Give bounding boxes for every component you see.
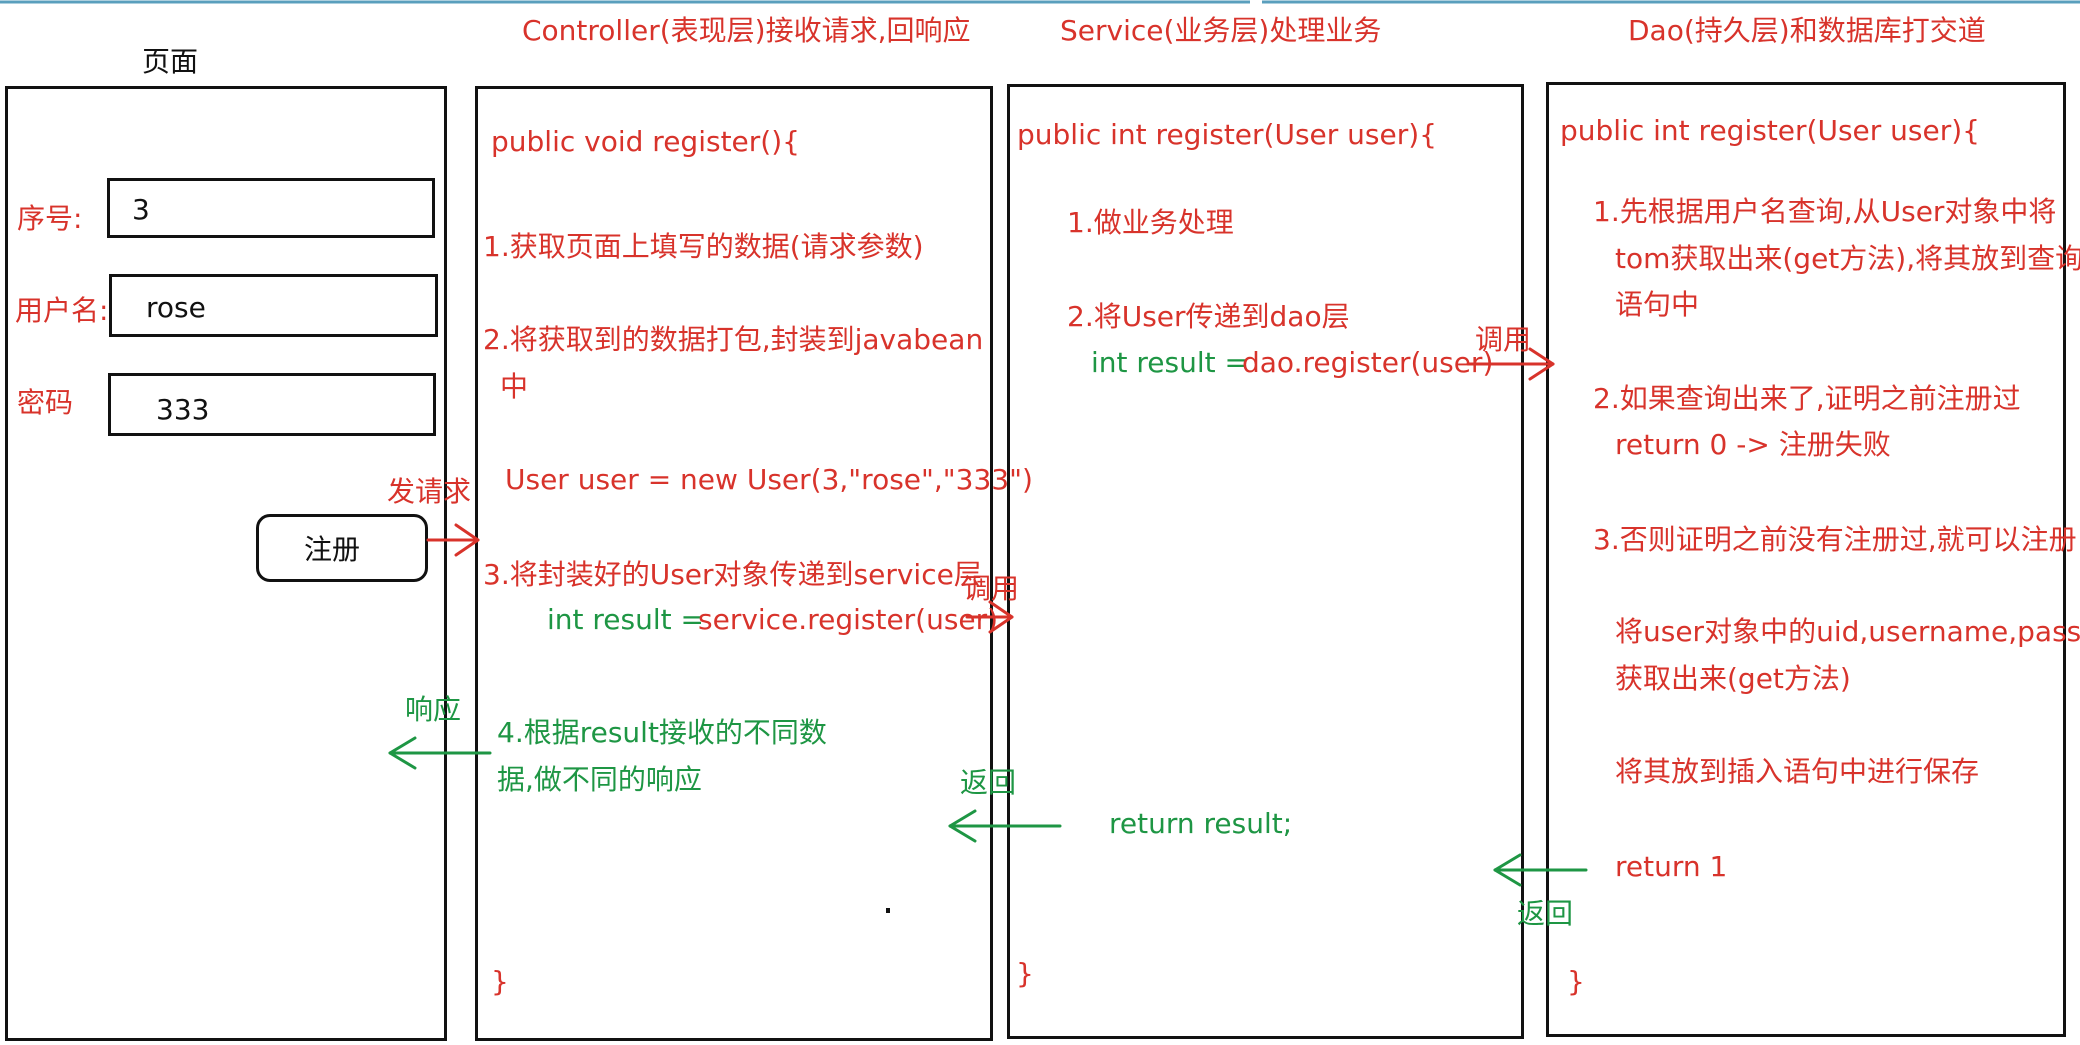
controller-step2-line2: 中 bbox=[500, 370, 529, 403]
dao-step2-line2: return 0 -> 注册失败 bbox=[1615, 428, 1891, 461]
service-call-right: dao.register(user) bbox=[1242, 346, 1494, 379]
password-label: 密码 bbox=[17, 386, 74, 419]
id-label: 序号: bbox=[17, 202, 83, 235]
header-dao: Dao(持久层)和数据库打交道 bbox=[1628, 14, 1986, 47]
service-call-left: int result = bbox=[1091, 346, 1248, 379]
controller-panel bbox=[475, 86, 993, 1041]
response-label: 响应 bbox=[405, 693, 462, 726]
id-input-value: 3 bbox=[132, 193, 150, 226]
dao-step3-a-clip: 将user对象中的uid,username,password bbox=[1548, 610, 2080, 658]
service-step2: 2.将User传递到dao层 bbox=[1067, 300, 1350, 333]
controller-step2-line1: 2.将获取到的数据打包,封装到javabean bbox=[483, 323, 984, 356]
dao-step3-a-line1: 将user对象中的uid,username,password bbox=[1615, 615, 2080, 648]
service-signature: public int register(User user){ bbox=[1017, 118, 1437, 151]
dao-panel bbox=[1546, 82, 2066, 1037]
controller-call-right: service.register(user) bbox=[698, 603, 999, 636]
header-controller: Controller(表现层)接收请求,回响应 bbox=[522, 14, 971, 47]
dao-signature: public int register(User user){ bbox=[1560, 114, 1980, 147]
dao-step1-line1: 1.先根据用户名查询,从User对象中将 bbox=[1593, 195, 2057, 228]
send-request-label: 发请求 bbox=[387, 475, 472, 508]
top-border-lines bbox=[0, 0, 2080, 4]
dao-step2-line1: 2.如果查询出来了,证明之前注册过 bbox=[1593, 382, 2021, 415]
id-input[interactable]: 3 bbox=[107, 178, 435, 238]
dao-step3: 3.否则证明之前没有注册过,就可以注册 bbox=[1593, 523, 2077, 556]
return-label-2: 返回 bbox=[1517, 897, 1574, 930]
service-panel bbox=[1007, 84, 1524, 1039]
register-button-label: 注册 bbox=[304, 533, 361, 566]
call-label-2: 调用 bbox=[1475, 323, 1532, 356]
dao-close-brace: } bbox=[1567, 965, 1585, 998]
controller-signature: public void register(){ bbox=[491, 125, 800, 158]
password-input[interactable]: 333 bbox=[108, 373, 436, 436]
controller-step4-line1: 4.根据result接收的不同数 bbox=[497, 716, 827, 749]
service-return: return result; bbox=[1109, 807, 1293, 840]
username-input[interactable]: rose bbox=[109, 274, 438, 337]
username-input-value: rose bbox=[146, 291, 206, 324]
header-service: Service(业务层)处理业务 bbox=[1060, 14, 1382, 47]
dao-step1-line2: tom获取出来(get方法),将其放到查询 bbox=[1615, 242, 2080, 275]
stray-dot bbox=[886, 908, 890, 913]
register-button[interactable]: 注册 bbox=[256, 514, 428, 582]
dao-step3-b: 将其放到插入语句中进行保存 bbox=[1615, 755, 1980, 788]
controller-close-brace: } bbox=[491, 965, 509, 998]
service-step1: 1.做业务处理 bbox=[1067, 206, 1234, 239]
service-close-brace: } bbox=[1016, 957, 1034, 990]
controller-step4-line2: 据,做不同的响应 bbox=[497, 763, 702, 796]
controller-step3: 3.将封装好的User对象传递到service层 bbox=[483, 558, 982, 591]
dao-step1-line3: 语句中 bbox=[1615, 288, 1700, 321]
dao-step3-a-line2: 获取出来(get方法) bbox=[1615, 662, 1851, 695]
username-label: 用户名: bbox=[15, 294, 109, 327]
return-label-1: 返回 bbox=[960, 766, 1017, 799]
call-label-1: 调用 bbox=[963, 572, 1020, 605]
header-page: 页面 bbox=[142, 45, 199, 78]
password-input-value: 333 bbox=[156, 393, 210, 426]
controller-call-left: int result = bbox=[547, 603, 704, 636]
dao-return: return 1 bbox=[1615, 850, 1728, 883]
controller-step1: 1.获取页面上填写的数据(请求参数) bbox=[483, 230, 924, 263]
controller-new-user: User user = new User(3,"rose","333") bbox=[505, 463, 1033, 496]
